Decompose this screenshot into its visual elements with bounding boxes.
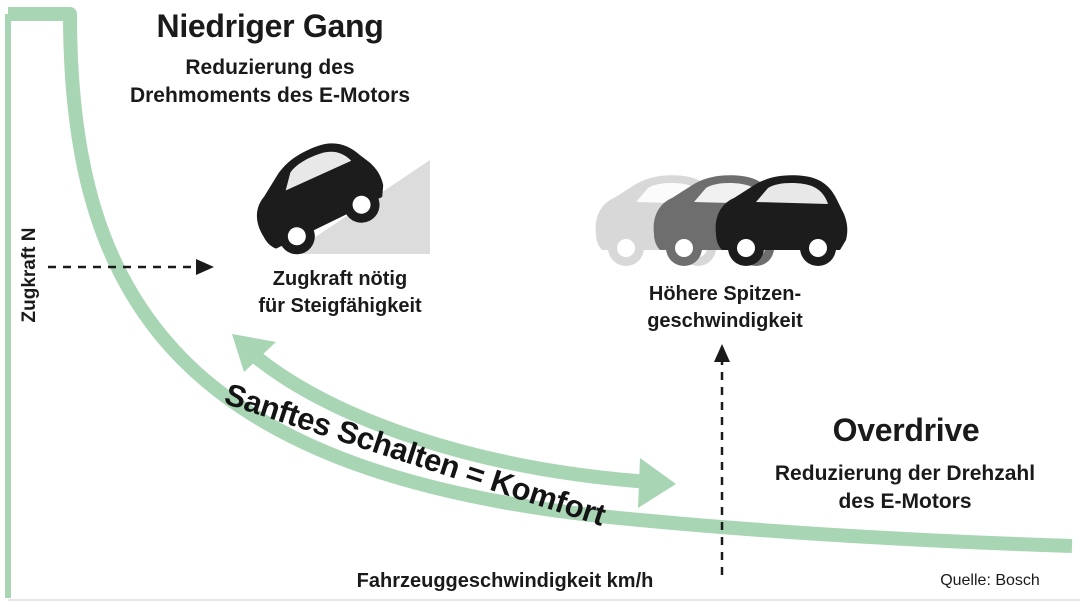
overdrive-title: Overdrive <box>832 412 980 448</box>
traction-note-line-1: Zugkraft nötig <box>272 268 408 290</box>
low-gear-subtitle-line-1: Reduzierung des <box>185 56 355 79</box>
source-credit: Quelle: Bosch <box>940 572 1040 589</box>
overdrive-subtitle-line-2: des E-Motors <box>838 490 972 513</box>
low-gear-title: Niedriger Gang <box>156 8 384 44</box>
y-axis-label: Zugkraft N <box>19 227 40 323</box>
low-gear-subtitle: Reduzierung des Drehmoments des E-Motors <box>70 54 470 110</box>
speed-dashed-arrow <box>714 344 730 575</box>
overdrive-subtitle-line-1: Reduzierung der Drehzahl <box>774 462 1036 485</box>
low-gear-subtitle-line-2: Drehmoments des E-Motors <box>129 84 411 107</box>
speed-note-line-1: Höhere Spitzen- <box>648 283 802 305</box>
speed-note: Höhere Spitzen- geschwindigkeit <box>600 281 850 335</box>
fast-car-motion-icon <box>595 175 848 266</box>
speed-note-line-2: geschwindigkeit <box>647 310 803 332</box>
traction-dashed-arrow <box>48 259 214 275</box>
traction-curve <box>8 7 1073 553</box>
traction-note-line-2: für Steigfähigkeit <box>258 295 422 317</box>
x-axis-label: Fahrzeuggeschwindigkeit km/h <box>356 570 654 592</box>
overdrive-subtitle: Reduzierung der Drehzahl des E-Motors <box>740 460 1070 516</box>
comfort-double-arrow <box>232 334 676 508</box>
traction-note: Zugkraft nötig für Steigfähigkeit <box>220 266 460 320</box>
